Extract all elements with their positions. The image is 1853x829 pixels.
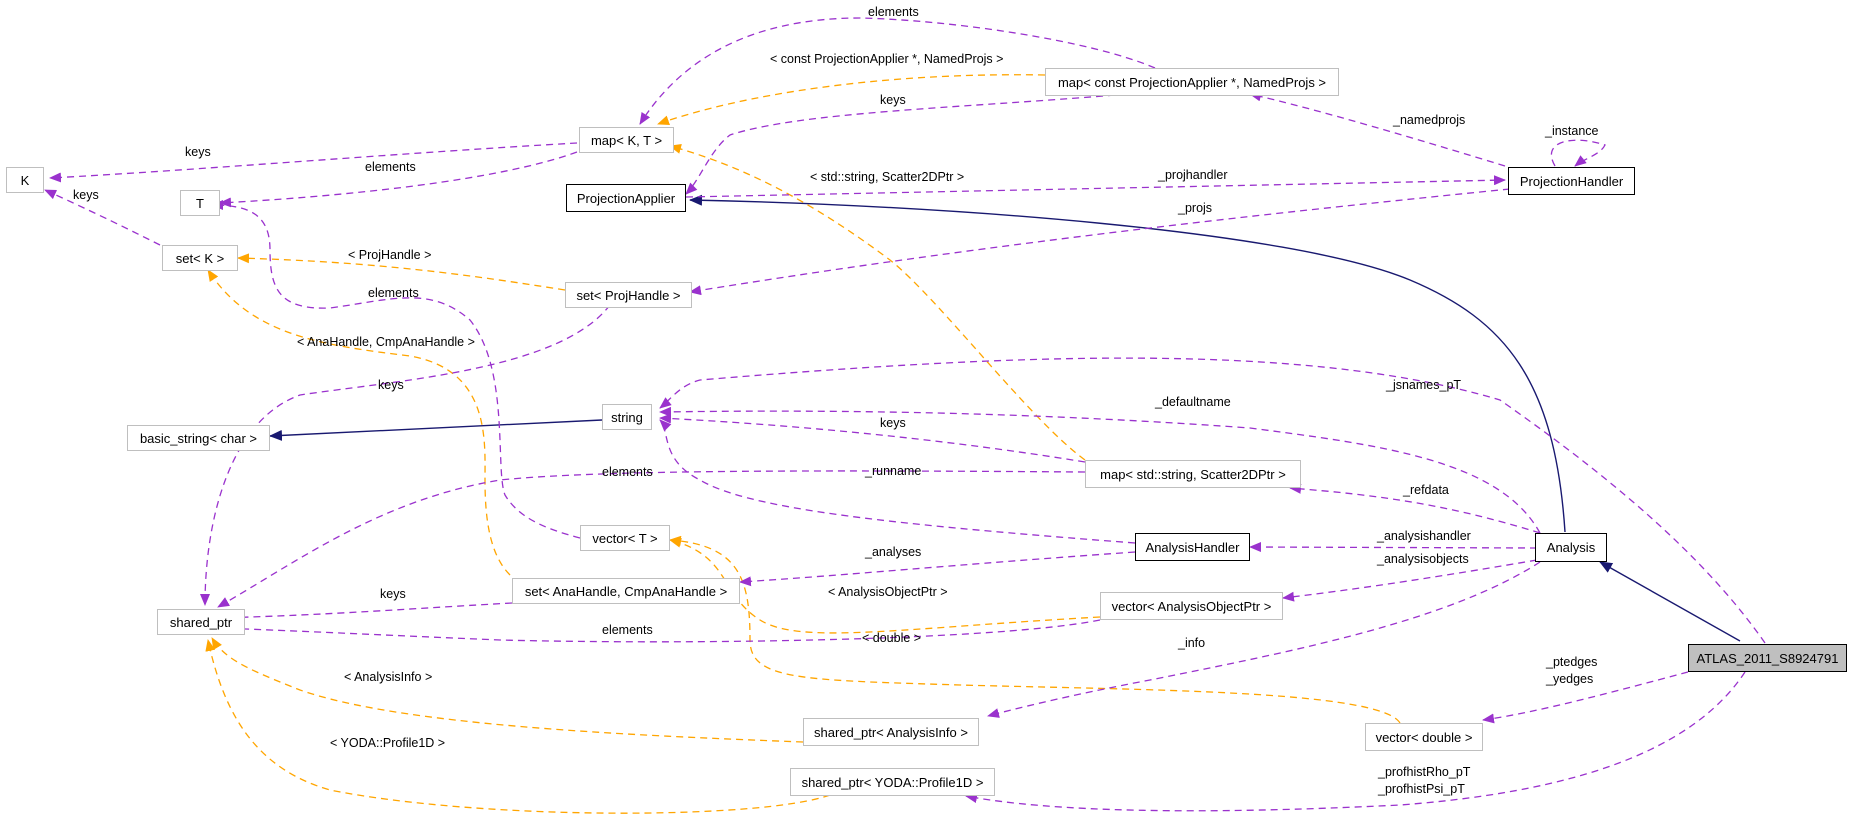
- edge-keys-setanahandle-to-sharedptr: [217, 602, 513, 623]
- edge-ptedges-yedges: [1482, 671, 1689, 724]
- label-elements-mapstring: elements: [602, 465, 653, 479]
- edge-keys-setK-to-K: [44, 189, 161, 246]
- edge-instance: [1550, 139, 1606, 167]
- edge-keys-mapconstpa-to-projapplier: [685, 94, 1116, 195]
- node-atlas-2011-s8924791[interactable]: ATLAS_2011_S8924791: [1688, 644, 1847, 672]
- label-projs: _projs: [1177, 201, 1212, 215]
- edge-elements-mapstring-to-sharedptr: [217, 470, 1086, 608]
- label-jsnames-pT: _jsnames_pT: [1385, 378, 1461, 392]
- node-map-const-projapplier[interactable]: map< const ProjectionApplier *, NamedPro…: [1045, 68, 1339, 96]
- node-shared-ptr-profile1d[interactable]: shared_ptr< YODA::Profile1D >: [790, 768, 995, 796]
- label-profhistPsi: _profhistPsi_pT: [1377, 782, 1465, 796]
- node-vector-analysisobjectptr[interactable]: vector< AnalysisObjectPtr >: [1100, 592, 1283, 620]
- label-ptedges: _ptedges: [1545, 655, 1597, 669]
- node-map-K-T[interactable]: map< K, T >: [579, 127, 674, 153]
- edge-elements-mapKT-to-T: [219, 151, 578, 208]
- node-string[interactable]: string: [602, 404, 652, 430]
- edge-elements-mapconstpa-to-mapKT: [639, 17, 1156, 125]
- label-refdata: _refdata: [1402, 483, 1449, 497]
- label-projhandler: _projhandler: [1157, 168, 1228, 182]
- node-set-K[interactable]: set< K >: [162, 245, 238, 271]
- edge-keys-setprojhandle-to-sharedptr: [200, 304, 611, 606]
- node-set-anahandle[interactable]: set< AnaHandle, CmpAnaHandle >: [512, 578, 740, 604]
- label-analysisinfo: < AnalysisInfo >: [344, 670, 432, 684]
- node-T[interactable]: T: [180, 190, 220, 216]
- edge-setanahandle-to-setK: [207, 269, 511, 576]
- label-info: _info: [1177, 636, 1205, 650]
- edge-jsnames-pT: [659, 357, 1766, 644]
- label-runname: _runname: [864, 464, 921, 478]
- node-basic-string[interactable]: basic_string< char >: [127, 425, 270, 451]
- edge-vectorAOP-to-vectorT: [669, 537, 1101, 634]
- edge-projs: [689, 188, 1511, 296]
- label-keys-mapconstpa: keys: [880, 93, 906, 107]
- label-keys-mapKT: keys: [185, 145, 211, 159]
- edge-info: [987, 561, 1541, 718]
- label-analysisobjectptr: < AnalysisObjectPtr >: [828, 585, 948, 599]
- edge-namedprojs: [1249, 91, 1506, 167]
- label-elements-vectorAOP: elements: [602, 623, 653, 637]
- edge-profhist: [965, 671, 1746, 812]
- label-projhandle: < ProjHandle >: [348, 248, 431, 262]
- edge-mapstring-to-mapKT: [669, 144, 1086, 461]
- edge-spinfo-to-sharedptr: [211, 637, 804, 743]
- label-yedges: _yedges: [1545, 672, 1593, 686]
- label-instance: _instance: [1544, 124, 1599, 138]
- label-profhistRho: _profhistRho_pT: [1377, 765, 1471, 779]
- edge-elements-vectorAOP-to-sharedptr: [217, 619, 1101, 643]
- label-std-string-s2d: < std::string, Scatter2DPtr >: [810, 170, 964, 184]
- edge-runname: [659, 419, 1136, 544]
- label-anahandle: < AnaHandle, CmpAnaHandle >: [297, 335, 475, 349]
- label-keys-setK: keys: [73, 188, 99, 202]
- label-analyses: _analyses: [864, 545, 921, 559]
- label-keys-mapstring: keys: [880, 416, 906, 430]
- label-double: < double >: [862, 631, 921, 645]
- label-analysishandler: _analysishandler: [1376, 529, 1471, 543]
- edge-mapconstpa-to-mapKT: [657, 74, 1046, 126]
- edge-keys-mapstring-to-string: [659, 413, 1086, 463]
- node-K[interactable]: K: [6, 167, 44, 193]
- label-profile1d: < YODA::Profile1D >: [330, 736, 445, 750]
- edge-spprofile-to-sharedptr: [205, 639, 831, 814]
- label-elements-vecT: elements: [368, 286, 419, 300]
- edge-string-to-basicstring: [269, 419, 603, 441]
- node-vector-T[interactable]: vector< T >: [580, 525, 670, 551]
- edge-analysishandler: [1249, 542, 1538, 553]
- label-keys-setanahandle: keys: [380, 587, 406, 601]
- edge-setprojhandle-to-setK: [237, 253, 566, 291]
- edge-defaultname: [659, 406, 1541, 534]
- node-set-projhandle[interactable]: set< ProjHandle >: [565, 282, 692, 308]
- node-projection-handler[interactable]: ProjectionHandler: [1508, 167, 1635, 195]
- label-keys-setprojhandle: keys: [378, 378, 404, 392]
- edge-projhandler: [685, 175, 1506, 198]
- node-map-string-scatter2dptr[interactable]: map< std::string, Scatter2DPtr >: [1085, 460, 1301, 488]
- label-elements-top: elements: [868, 5, 919, 19]
- edge-analysisobjects: [1282, 559, 1538, 602]
- node-shared-ptr-analysisinfo[interactable]: shared_ptr< AnalysisInfo >: [803, 718, 979, 746]
- edge-atlas-to-analysis: [1599, 561, 1741, 642]
- node-shared-ptr[interactable]: shared_ptr: [157, 609, 245, 635]
- edge-refdata: [1289, 483, 1541, 534]
- node-projection-applier[interactable]: ProjectionApplier: [566, 184, 686, 212]
- label-defaultname: _defaultname: [1154, 395, 1231, 409]
- label-analysisobjects: _analysisobjects: [1376, 552, 1469, 566]
- label-const-pa-namedprojs: < const ProjectionApplier *, NamedProjs …: [770, 52, 1003, 66]
- node-analysis-handler[interactable]: AnalysisHandler: [1135, 533, 1250, 561]
- label-namedprojs: _namedprojs: [1392, 113, 1465, 127]
- label-elements-mapKT: elements: [365, 160, 416, 174]
- edge-keys-mapKT-to-K: [49, 142, 578, 183]
- edge-analyses: [739, 551, 1136, 587]
- node-vector-double[interactable]: vector< double >: [1365, 723, 1483, 751]
- edge-elements-vecT-to-T: [211, 200, 581, 539]
- edge-analysis-to-projectionapplier: [689, 194, 1566, 533]
- edge-vectordouble-to-vectorT: [669, 535, 1401, 724]
- node-analysis[interactable]: Analysis: [1535, 533, 1607, 562]
